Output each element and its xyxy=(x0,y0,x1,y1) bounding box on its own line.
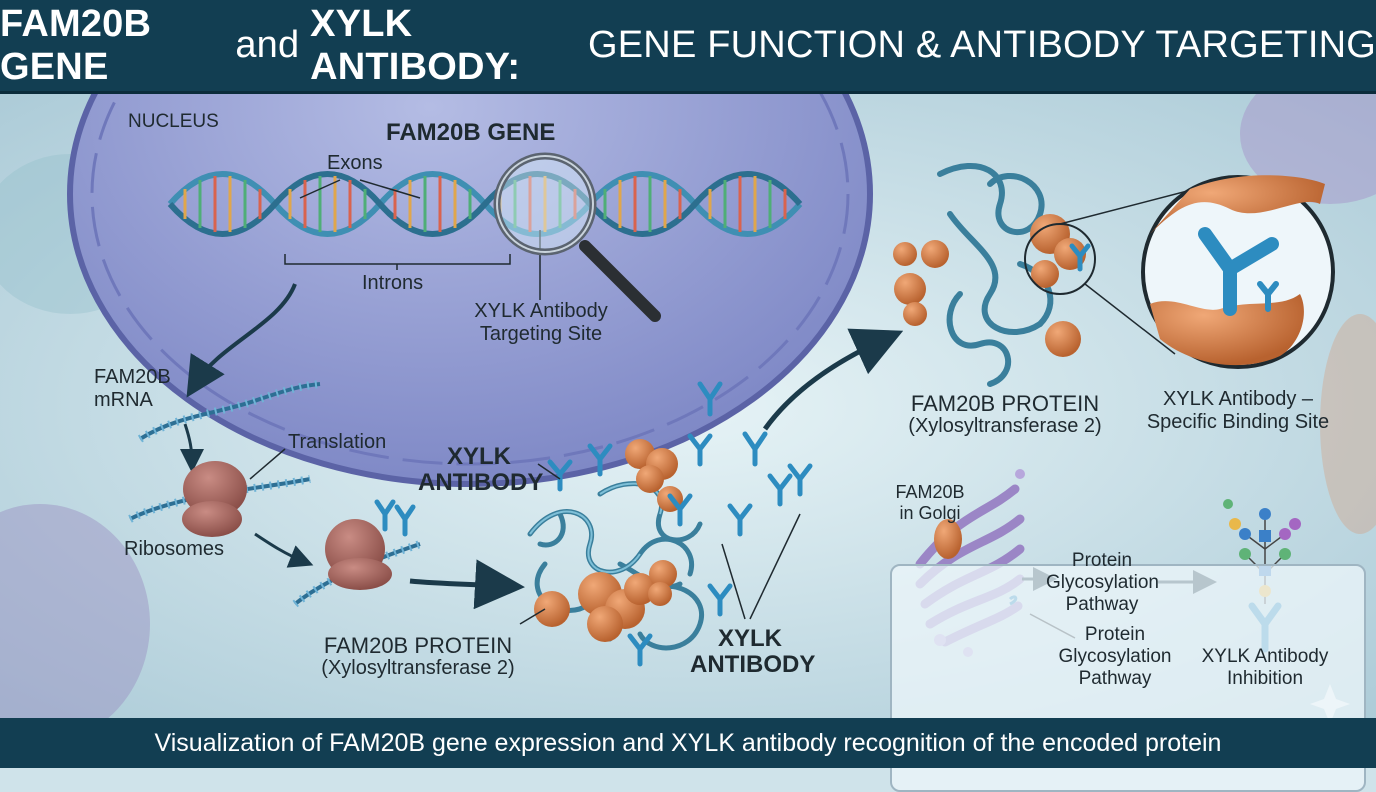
protein-top-title: FAM20B PROTEIN xyxy=(910,391,1100,416)
protein-bottom-sub: (Xylosyltransferase 2) xyxy=(321,657,515,679)
nucleus xyxy=(67,94,873,487)
ribosome-icon xyxy=(128,461,311,537)
protein-top-label: FAM20B PROTEIN (Xylosyltransferase 2) xyxy=(900,392,1110,438)
pathway-b-label: Protein Glycosylation Pathway xyxy=(1052,624,1178,690)
xylk-antibody-bottom-label: XYLK ANTIBODY xyxy=(690,625,816,678)
protein-cluster xyxy=(527,439,705,651)
ribosomes-label: Ribosomes xyxy=(124,538,225,560)
binding-site-line1: XYLK Antibody – xyxy=(1162,388,1314,410)
title-subject: GENE FUNCTION & ANTIBODY TARGETING xyxy=(577,24,1376,66)
xylk-bottom-line2: ANTIBODY xyxy=(690,651,816,678)
inhibition-label: XYLK Antibody Inhibition xyxy=(1190,646,1340,690)
binding-site-label: XYLK Antibody – Specific Binding Site xyxy=(1138,388,1338,434)
arrow-to-translating-ribosome xyxy=(254,532,314,568)
golgi-line2: in Golgi xyxy=(899,503,961,523)
diagram-artwork xyxy=(0,94,1376,718)
pathway-a-line2: Glycosylation xyxy=(1046,572,1159,593)
xylk-bottom-pointers xyxy=(721,513,801,620)
xylk-left-line1: XYLK xyxy=(446,443,511,470)
mrna-strand xyxy=(137,380,321,443)
caption-banner: Visualization of FAM20B gene expression … xyxy=(0,718,1376,768)
scattered-antibody-icons xyxy=(547,381,813,667)
protein-bottom-title: FAM20B PROTEIN xyxy=(323,633,513,658)
xylk-left-pointer xyxy=(537,463,561,480)
arrow-to-protein-structure xyxy=(762,328,904,431)
mrna-line1: FAM20B xyxy=(94,366,171,388)
inhibition-line2: Inhibition xyxy=(1226,668,1304,689)
xylk-left-line2: ANTIBODY xyxy=(418,469,544,496)
inhibition-line1: XYLK Antibody xyxy=(1201,646,1329,667)
golgi-line1: FAM20B xyxy=(895,482,965,502)
pathway-b-line2: Glycosylation xyxy=(1058,646,1172,667)
pathway-a-line3: Pathway xyxy=(1065,594,1139,615)
protein-top-sub: (Xylosyltransferase 2) xyxy=(908,415,1102,437)
nucleus-label: NUCLEUS xyxy=(128,111,219,132)
exons-label: Exons xyxy=(327,152,383,174)
title-gene: FAM20B GENE xyxy=(0,2,152,88)
title-and: and xyxy=(224,24,311,66)
diagram-stage: NUCLEUS FAM20B GENE Exons Introns XYLK A… xyxy=(0,94,1376,792)
pathway-b-line3: Pathway xyxy=(1078,668,1152,689)
caption-text: Visualization of FAM20B gene expression … xyxy=(154,728,1222,757)
pathway-a-label: Protein Glycosylation Pathway xyxy=(1046,550,1159,616)
introns-label: Introns xyxy=(362,272,424,294)
bg-cell-edge xyxy=(1320,314,1376,534)
antibody-small-icons xyxy=(374,499,416,537)
title-banner: FAM20B GENE and XYLK ANTIBODY: GENE FUNC… xyxy=(0,0,1376,94)
translation-label: Translation xyxy=(288,431,387,453)
binding-site-line2: Specific Binding Site xyxy=(1146,411,1330,433)
bg-cell-left xyxy=(0,504,150,718)
gene-title: FAM20B GENE xyxy=(386,119,556,146)
xylk-antibody-left-label: XYLK ANTIBODY xyxy=(418,443,544,496)
arrow-transcription xyxy=(186,283,297,398)
title-antibody: XYLK ANTIBODY: xyxy=(310,2,521,88)
targeting-site-line1: XYLK Antibody xyxy=(474,300,608,322)
arrow-to-protein xyxy=(409,559,525,610)
translation-pointer xyxy=(249,448,286,480)
mrna-line2: mRNA xyxy=(94,389,153,411)
xylk-bottom-line1: XYLK xyxy=(717,625,782,652)
binding-site-zoom xyxy=(1141,175,1335,369)
arrow-to-ribosome xyxy=(179,423,204,473)
zoom-connector-lines xyxy=(1059,188,1196,355)
dna-double-helix xyxy=(167,171,803,237)
mrna-label: FAM20B mRNA xyxy=(94,366,171,412)
targeting-site-line2: Targeting Site xyxy=(479,323,603,345)
translating-ribosome-icon xyxy=(292,519,422,608)
targeting-site-label: XYLK Antibody Targeting Site xyxy=(456,300,626,346)
pathway-a-line1: Protein xyxy=(1071,550,1133,571)
pathway-b-line1: Protein xyxy=(1084,624,1146,645)
protein-bottom-pointer xyxy=(519,608,546,625)
exon-pointers xyxy=(299,179,421,199)
magnifying-glass-icon xyxy=(493,152,661,322)
golgi-label: FAM20B in Golgi xyxy=(895,482,965,524)
fam20b-protein-structure xyxy=(893,162,1096,387)
protein-bottom-label: FAM20B PROTEIN (Xylosyltransferase 2) xyxy=(318,634,518,680)
